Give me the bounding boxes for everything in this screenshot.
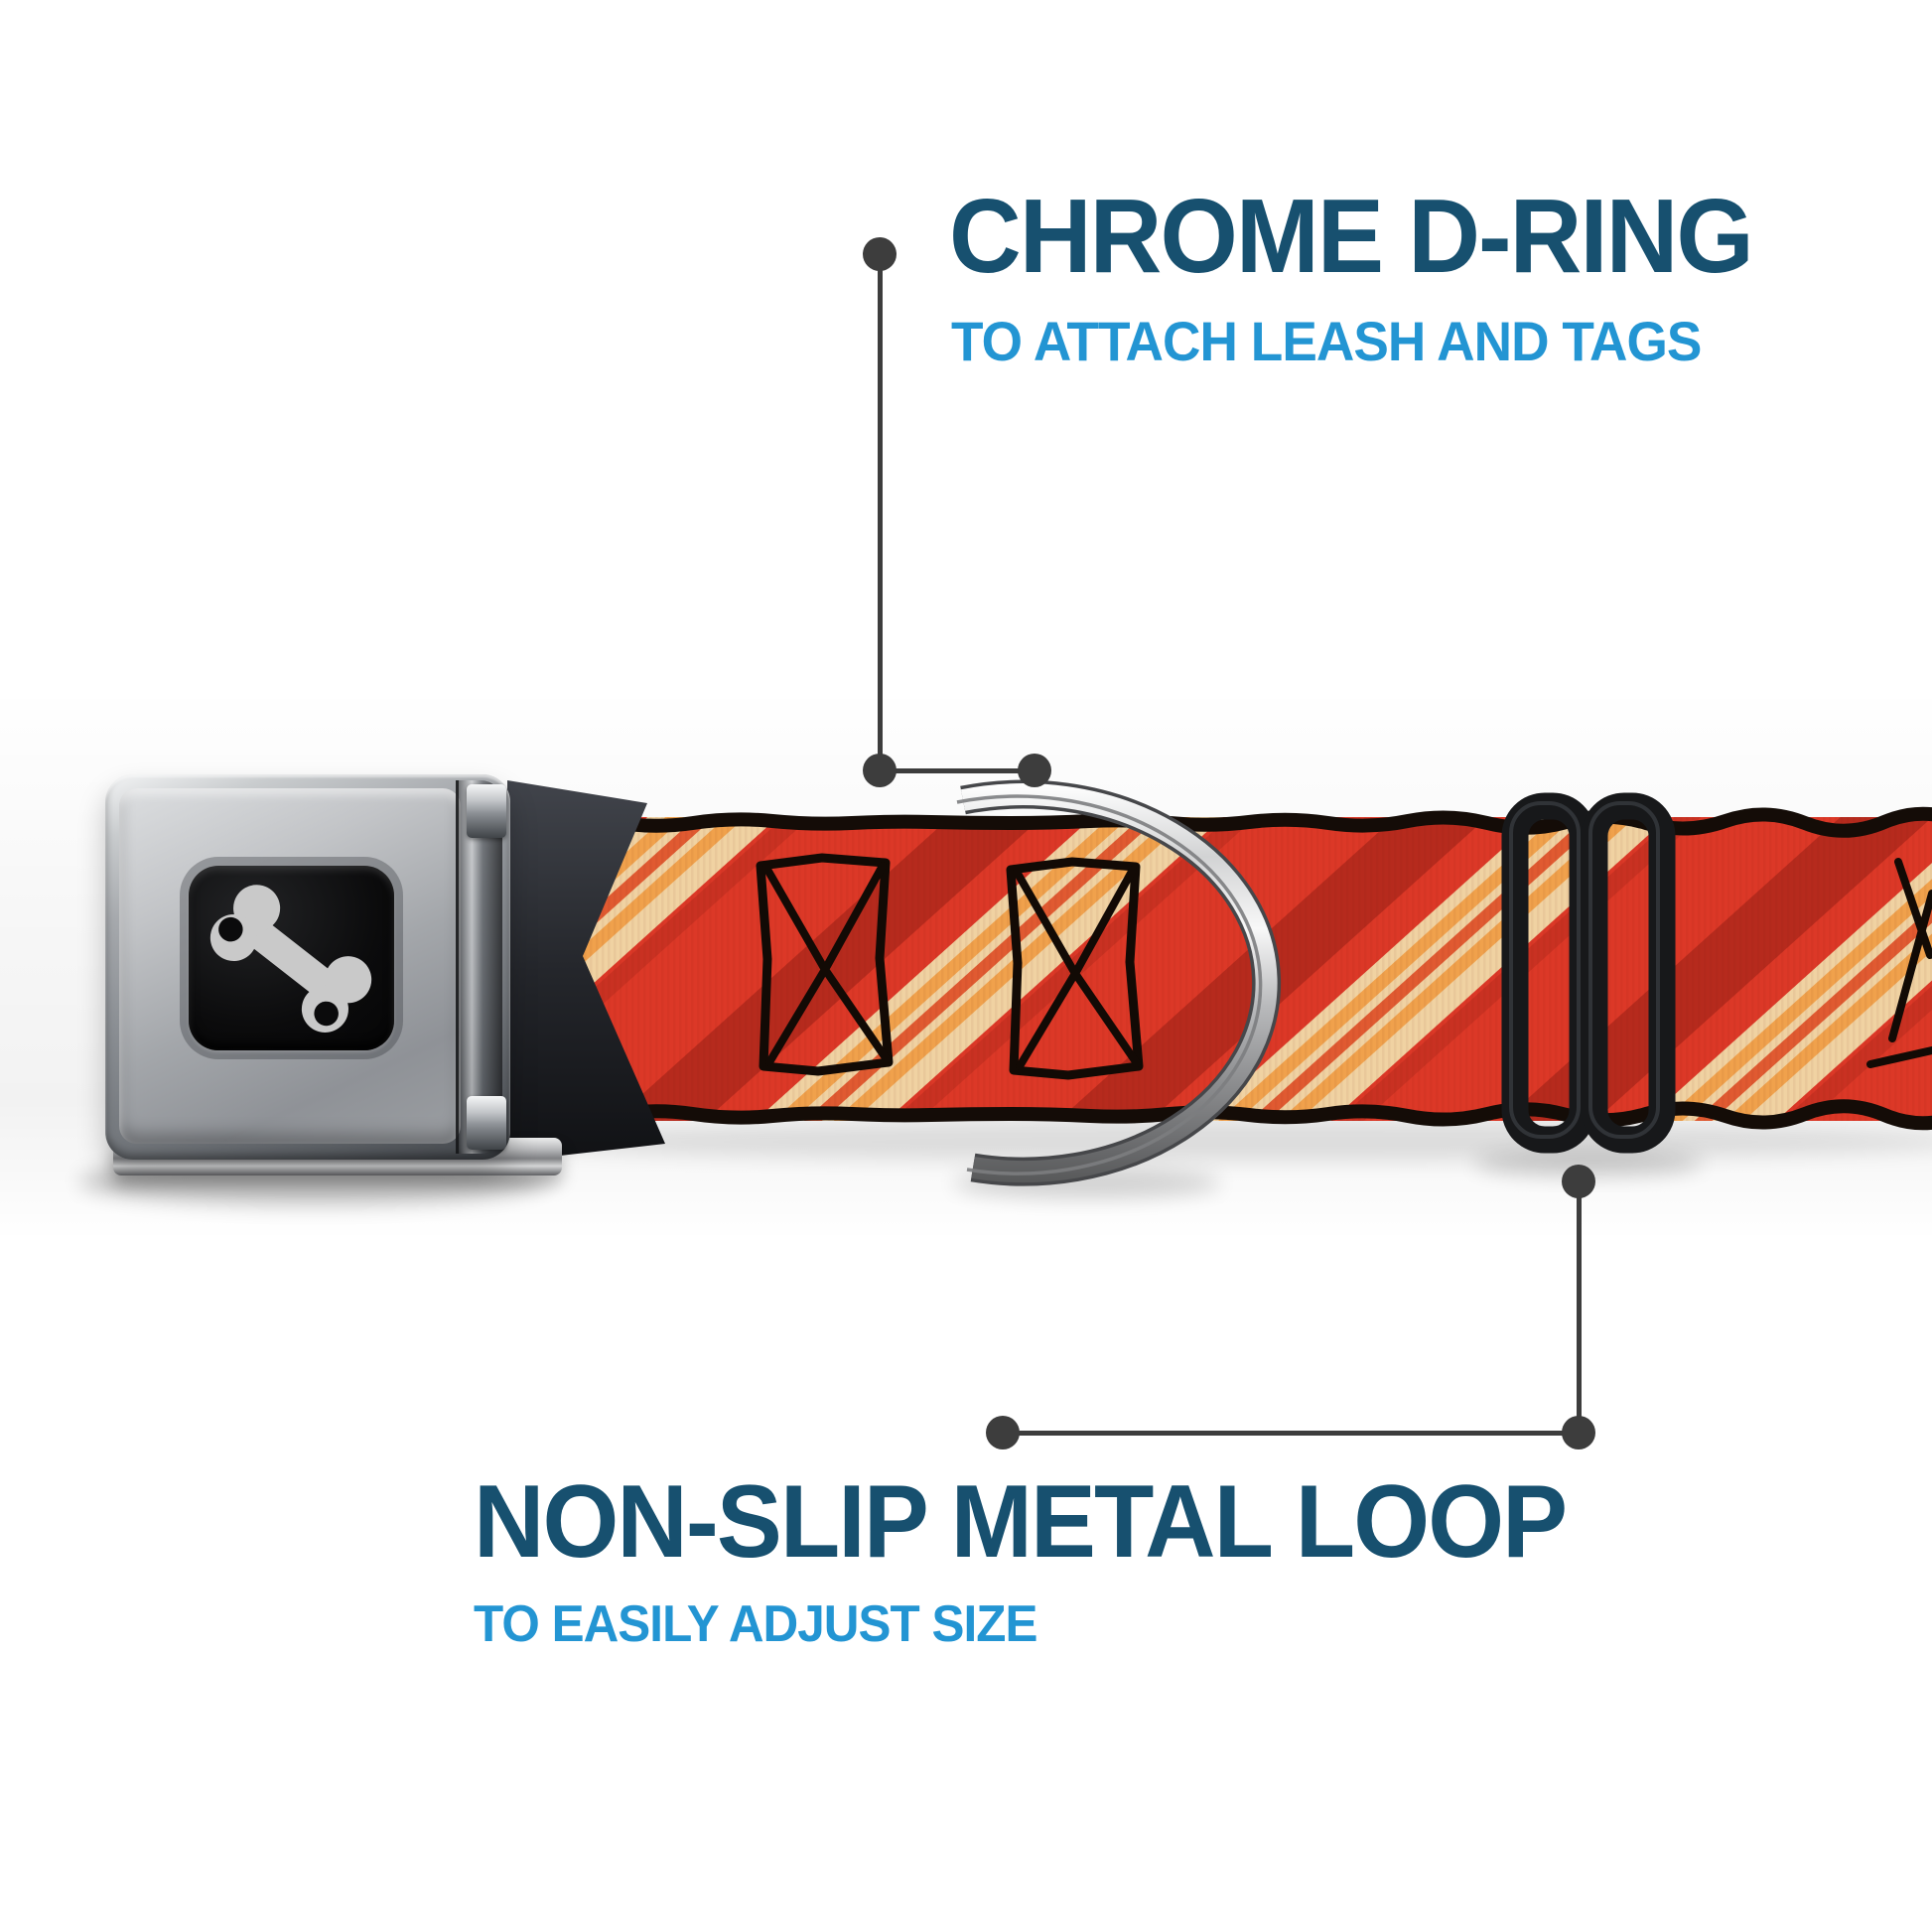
stitch-box-left [756, 853, 894, 1076]
callout-leader-line [1003, 1431, 1579, 1436]
webbing-top-edge [527, 806, 1932, 838]
callout-leader-line [1577, 1181, 1582, 1433]
callout-dot [986, 1416, 1020, 1449]
callout-title-d-ring: CHROME D-RING [949, 178, 1754, 295]
buckle-emblem-window [189, 866, 394, 1050]
slider-loop [1501, 792, 1676, 1154]
callout-dot [1562, 1165, 1595, 1198]
callout-dot [1562, 1416, 1595, 1449]
buckle-hinge [456, 780, 502, 1154]
stitch-boxes [756, 853, 1932, 1080]
callout-subtitle-d-ring: TO ATTACH LEASH AND TAGS [951, 310, 1702, 372]
callout-dot [863, 754, 897, 787]
callout-dot [1018, 754, 1051, 787]
buckle-clip-bottom [467, 1096, 506, 1150]
webbing-bottom-edge [527, 1099, 1932, 1131]
callout-leader-line [880, 768, 1035, 773]
callout-leader-line [878, 254, 883, 770]
d-ring [956, 779, 1282, 1186]
seatbelt-buckle [105, 774, 510, 1160]
stitch-box-right [1006, 857, 1144, 1080]
callout-dot [863, 237, 897, 271]
dog-bone-icon [209, 885, 372, 1033]
webbing-fold [507, 780, 665, 1162]
callout-subtitle-metal-loop: TO EASILY ADJUST SIZE [474, 1595, 1037, 1653]
stitch-box-partial-right [1866, 858, 1932, 1068]
callout-title-metal-loop: NON-SLIP METAL LOOP [474, 1464, 1568, 1580]
buckle-clip-top [467, 784, 506, 838]
